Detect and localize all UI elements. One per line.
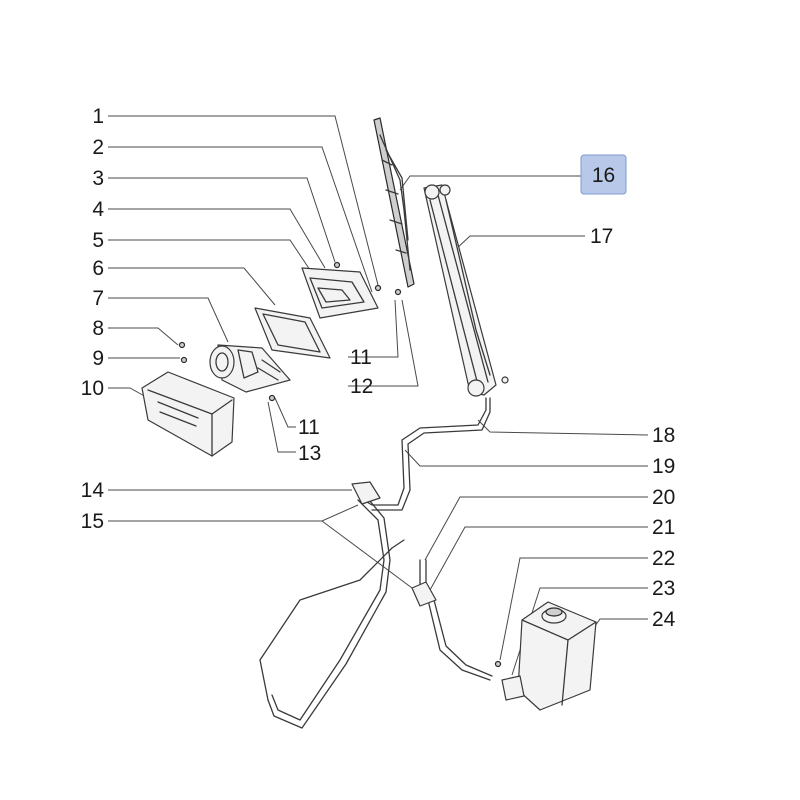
wiper-arm bbox=[423, 184, 509, 397]
callout-13: 13 bbox=[298, 442, 321, 465]
callout-9: 9 bbox=[92, 347, 104, 370]
leader-11b bbox=[274, 397, 296, 428]
callout-24: 24 bbox=[652, 608, 676, 631]
callout-labels: 1 2 3 4 5 6 7 8 9 10 11 11 12 13 14 15 1… bbox=[81, 105, 676, 631]
callout-15: 15 bbox=[81, 510, 104, 533]
leader-15b bbox=[321, 520, 413, 589]
wiper-motor bbox=[178, 341, 291, 402]
leader-21 bbox=[429, 526, 648, 591]
washer-hoses bbox=[259, 397, 493, 729]
callout-17: 17 bbox=[590, 225, 613, 248]
callout-11-lower: 11 bbox=[298, 416, 320, 439]
callout-12: 12 bbox=[350, 375, 373, 398]
mounting-plate bbox=[301, 261, 402, 319]
washer-reservoir bbox=[494, 601, 597, 711]
leader-4 bbox=[108, 208, 326, 269]
leader-6 bbox=[108, 267, 276, 306]
leader-lines bbox=[108, 115, 649, 676]
leader-8 bbox=[108, 327, 179, 346]
leader-15a bbox=[108, 504, 359, 522]
callout-20: 20 bbox=[652, 486, 675, 509]
callout-16: 16 bbox=[592, 164, 615, 187]
callout-22: 22 bbox=[652, 547, 675, 570]
leader-1 bbox=[108, 115, 379, 286]
callout-8: 8 bbox=[92, 317, 104, 340]
leader-17 bbox=[454, 235, 585, 251]
leader-5 bbox=[108, 239, 311, 271]
leader-18 bbox=[477, 419, 649, 436]
callout-2: 2 bbox=[92, 136, 104, 159]
leader-12 bbox=[348, 299, 419, 387]
leader-11a bbox=[348, 299, 399, 358]
motor-cover bbox=[141, 371, 235, 457]
leader-20 bbox=[424, 496, 648, 561]
leader-22 bbox=[499, 557, 648, 661]
leader-10 bbox=[108, 387, 149, 399]
leader-2 bbox=[108, 146, 373, 293]
callout-18: 18 bbox=[652, 424, 675, 447]
callout-6: 6 bbox=[92, 257, 104, 280]
callout-4: 4 bbox=[92, 198, 104, 221]
callout-7: 7 bbox=[92, 287, 104, 310]
callout-11-upper: 11 bbox=[350, 346, 372, 369]
callout-3: 3 bbox=[92, 167, 104, 190]
callout-10: 10 bbox=[81, 377, 104, 400]
callout-19: 19 bbox=[652, 455, 675, 478]
leader-13 bbox=[267, 401, 296, 453]
callout-16-highlight bbox=[580, 154, 627, 195]
leader-19 bbox=[404, 449, 648, 467]
callout-1: 1 bbox=[92, 105, 104, 128]
callout-21: 21 bbox=[652, 516, 675, 539]
wiper-blade bbox=[373, 117, 415, 288]
leader-3 bbox=[108, 177, 336, 263]
callout-5: 5 bbox=[92, 229, 104, 252]
callout-14: 14 bbox=[81, 479, 105, 502]
gasket-frame bbox=[254, 307, 331, 359]
leader-7 bbox=[108, 297, 229, 343]
callout-23: 23 bbox=[652, 577, 675, 600]
